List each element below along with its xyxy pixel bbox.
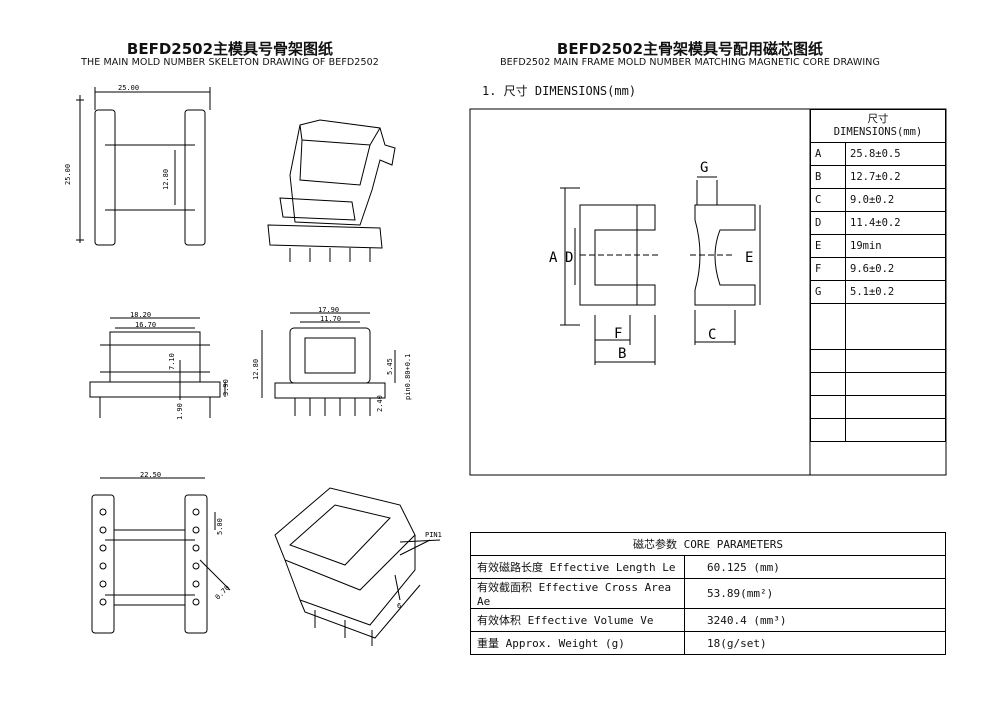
dim-side-bot: 2.40: [376, 395, 384, 412]
top-view: [76, 87, 211, 246]
iso-view-top: [267, 119, 396, 262]
label-A: A: [549, 250, 558, 266]
dim-side-w1: 17.90: [318, 306, 339, 314]
dim-header-en: DIMENSIONS(mm): [833, 126, 923, 138]
dim-header-cn: 尺寸: [867, 113, 889, 125]
right-title-en: BEFD2502 MAIN FRAME MOLD NUMBER MATCHING…: [500, 57, 880, 68]
iso-view-bottom: [274, 487, 441, 646]
label-F: F: [614, 326, 622, 342]
dim-mid-w2: 16.70: [135, 321, 156, 329]
dim-mid-w1: 18.20: [130, 311, 151, 319]
label-D: D: [565, 250, 573, 266]
core-parameters-table: 磁芯参数 CORE PARAMETERS 有效磁路长度 Effective Le…: [470, 532, 946, 655]
label-C: C: [708, 327, 716, 343]
skeleton-drawings: 25.00 25.00 12.80 18.20 16.70 7.10 3.90 …: [64, 84, 442, 646]
dim-side-h: 12.80: [252, 359, 260, 380]
param-row: 重量 Approx. Weight (g)18(g/set): [470, 631, 946, 655]
params-header: 磁芯参数 CORE PARAMETERS: [470, 532, 946, 556]
pin6-label: 6: [397, 602, 401, 610]
label-B: B: [618, 346, 626, 362]
dim-bot-width: 22.50: [140, 471, 161, 479]
front-view: [89, 317, 226, 418]
bottom-view: [91, 477, 231, 634]
dim-mid-h: 7.10: [168, 353, 176, 370]
pin1-label: PIN1: [425, 531, 442, 539]
dim-bot-pitch: 5.00: [216, 518, 224, 535]
right-title-cn: BEFD2502主骨架模具号配用磁芯图纸: [556, 40, 824, 58]
left-title-cn: BEFD2502主模具号骨架图纸: [126, 40, 334, 58]
dim-mid-bot: 1.90: [176, 403, 184, 420]
label-E: E: [745, 250, 753, 266]
section-heading: 1. 尺寸 DIMENSIONS(mm): [482, 84, 637, 98]
side-view: [261, 312, 396, 416]
dim-side-w2: 11.70: [320, 315, 341, 323]
dim-top-height: 25.00: [64, 164, 72, 185]
dim-side-pin: 5.45: [386, 358, 394, 375]
label-G: G: [700, 160, 708, 176]
dim-mid-side: 3.90: [222, 379, 230, 396]
dim-top-width: 25.00: [118, 84, 139, 92]
dim-side-pin-label: pin0.80+0.1: [404, 354, 412, 400]
dim-top-inner: 12.80: [162, 169, 170, 190]
left-title-en: THE MAIN MOLD NUMBER SKELETON DRAWING OF…: [81, 57, 379, 68]
